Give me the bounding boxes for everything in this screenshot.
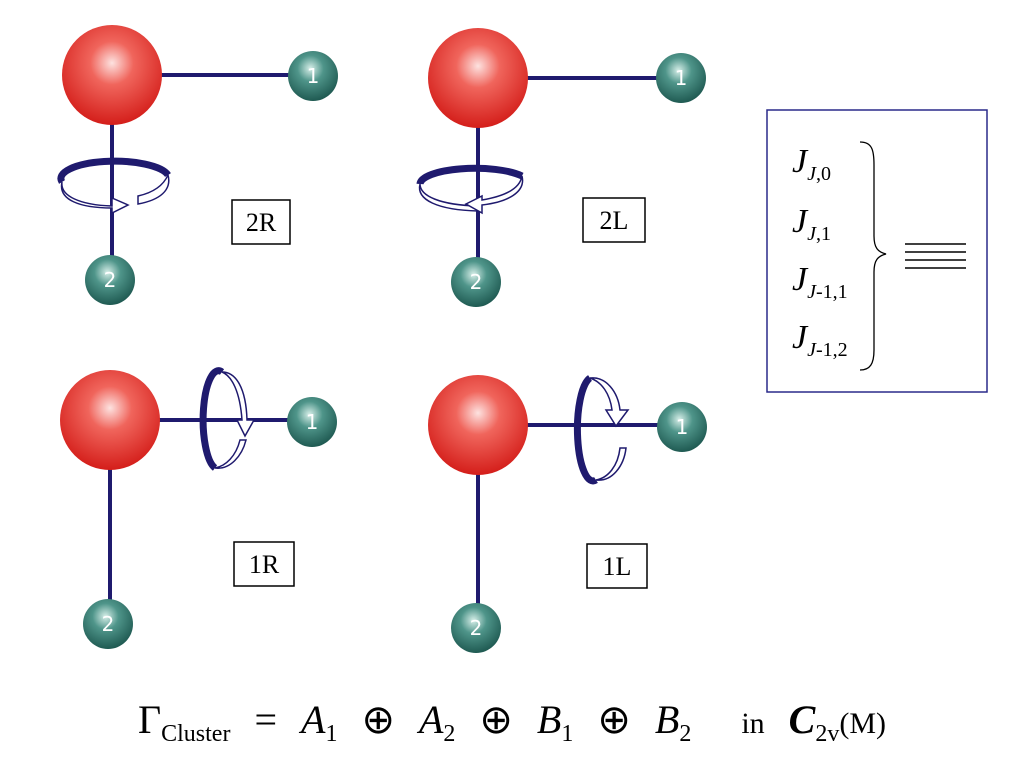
irrep-subscript: 1 — [561, 721, 574, 747]
irrep-subscript: 2 — [679, 721, 692, 747]
group-subscript: 2v — [815, 721, 840, 747]
hydrogen-atom-1 — [287, 397, 337, 447]
hydrogen-atom-2 — [83, 599, 133, 649]
molecule-2R: 1 2 2R — [57, 25, 338, 305]
rotation-arrow-icon — [416, 164, 524, 215]
representation-formula: ΓCluster = A1 ⊕ A2 ⊕ B1 ⊕ B2 in C2v(M) — [0, 690, 1024, 750]
atom-label-2: 2 — [104, 268, 117, 292]
hydrogen-atom-2 — [85, 255, 135, 305]
label-box — [231, 199, 291, 245]
irrep-subscript: 1 — [325, 721, 338, 747]
level-term-2: JJ-1,1 — [792, 261, 848, 303]
oxygen-atom — [428, 375, 528, 475]
oxygen-atom — [62, 25, 162, 125]
gamma-symbol: Γ — [138, 697, 162, 742]
hydrogen-atom-2 — [451, 603, 501, 653]
energy-levels-box: JJ,0 JJ,1 JJ-1,1 JJ-1,2 — [766, 109, 988, 393]
rotation-arrow-icon — [199, 367, 256, 471]
oxygen-atom — [428, 28, 528, 128]
irrep-term: A — [418, 697, 444, 742]
oplus-symbol: ⊕ — [479, 697, 513, 742]
group-suffix: (M) — [839, 707, 886, 740]
molecule-1R: 1 2 1R — [60, 367, 337, 649]
levels-box-border — [766, 109, 988, 393]
degenerate-level-lines — [905, 243, 966, 269]
equals-sign: = — [254, 697, 278, 742]
molecule-1L: 1 2 1L — [428, 375, 707, 653]
rotation-arrow-icon — [57, 157, 171, 215]
hydrogen-atom-1 — [657, 402, 707, 452]
oplus-symbol: ⊕ — [361, 697, 395, 742]
irrep-term: B — [654, 697, 680, 742]
label-box — [586, 543, 648, 589]
molecule-label: 1R — [249, 550, 280, 579]
label-box — [233, 541, 295, 587]
gamma-subscript: Cluster — [161, 721, 231, 747]
hydrogen-atom-1 — [288, 51, 338, 101]
hydrogen-atom-1 — [656, 53, 706, 103]
oplus-symbol: ⊕ — [597, 697, 631, 742]
atom-label-1: 1 — [307, 64, 320, 88]
atom-label-2: 2 — [470, 270, 483, 294]
atom-label-2: 2 — [102, 612, 115, 636]
irrep-term: A — [301, 697, 326, 742]
irrep-subscript: 2 — [443, 721, 456, 747]
atom-label-2: 2 — [470, 616, 483, 640]
atom-label-1: 1 — [676, 415, 689, 439]
molecule-label: 2L — [600, 206, 629, 235]
label-box — [582, 197, 646, 243]
in-word: in — [741, 707, 765, 740]
level-term-0: JJ,0 — [792, 143, 831, 185]
molecule-2L: 1 2 2L — [416, 28, 706, 307]
molecule-label: 2R — [246, 208, 277, 237]
hydrogen-atom-2 — [451, 257, 501, 307]
atom-label-1: 1 — [306, 410, 319, 434]
atom-label-1: 1 — [675, 66, 688, 90]
level-term-3: JJ-1,2 — [792, 319, 848, 361]
irrep-term: B — [536, 697, 562, 742]
group-symbol: C — [788, 697, 816, 742]
level-term-1: JJ,1 — [792, 203, 831, 245]
oxygen-atom — [60, 370, 160, 470]
curly-brace — [859, 141, 887, 371]
rotation-arrow-icon — [573, 375, 630, 485]
molecule-label: 1L — [603, 552, 632, 581]
